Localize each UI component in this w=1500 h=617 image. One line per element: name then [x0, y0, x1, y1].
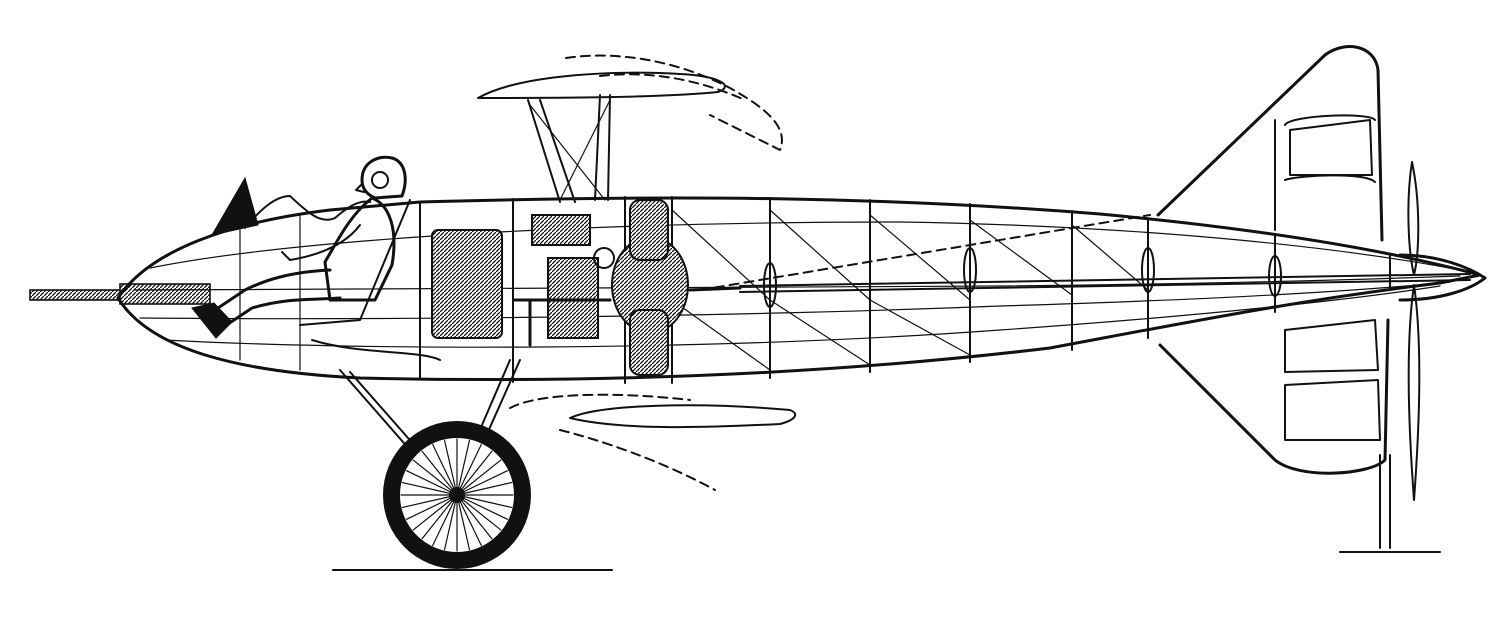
upper-wing — [477, 54, 783, 151]
cockpit-canopy-fairing — [211, 176, 371, 236]
radial-engine — [611, 199, 742, 376]
wheel-spoke — [432, 494, 458, 547]
vertical-fin — [1156, 45, 1384, 242]
ground-lines — [332, 551, 1441, 571]
wheel-spoke — [443, 439, 458, 496]
wing-struts — [527, 94, 611, 203]
wheel-spoke — [412, 494, 458, 531]
wheel-spoke — [456, 450, 493, 496]
fuselage-bracing — [671, 209, 1282, 371]
wheel-spoke — [456, 494, 471, 551]
main-wheel — [383, 421, 531, 569]
engine-accessories — [513, 247, 615, 347]
wheel-spoke — [412, 459, 458, 496]
fuselage-frames — [239, 196, 1391, 384]
wheel-spoke — [456, 459, 502, 496]
pusher-propeller — [1398, 161, 1487, 501]
lower-wing — [509, 393, 797, 491]
wheel-spoke — [456, 494, 509, 520]
wheel-spoke — [421, 450, 458, 496]
wheel-spoke — [456, 481, 513, 496]
wheel-spoke — [456, 494, 513, 509]
wheel-spoke — [456, 443, 482, 496]
fuel-tank — [431, 229, 503, 339]
wheel-spoke — [456, 470, 509, 496]
wheel-spoke — [401, 481, 458, 496]
pilot-figure — [191, 155, 441, 361]
wheel-spoke — [405, 470, 458, 496]
wheel-spoke — [456, 494, 502, 531]
ventral-fin — [1158, 318, 1391, 549]
wheel-spoke — [401, 494, 458, 509]
wheel-spoke — [456, 494, 482, 547]
oil-tank — [531, 214, 591, 246]
drive-shaft — [739, 273, 1471, 293]
wheel-spoke — [443, 494, 458, 551]
fuselage-outline — [116, 196, 1482, 382]
wheel-spoke — [432, 443, 458, 496]
wheel-spoke — [405, 494, 458, 520]
wheel-spoke — [456, 439, 471, 496]
wheel-spoke — [421, 494, 458, 540]
wheel-spoke — [456, 494, 493, 540]
